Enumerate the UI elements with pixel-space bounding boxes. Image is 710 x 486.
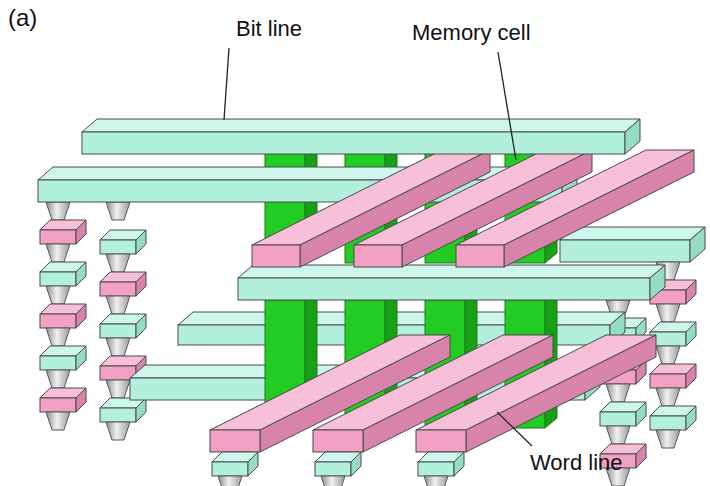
part-label: Memory cell xyxy=(412,20,531,45)
panel-letter: (a) xyxy=(8,4,37,32)
leader-line xyxy=(224,48,532,446)
part-label: Word line xyxy=(530,450,623,475)
via-stack xyxy=(40,202,696,486)
via-stack xyxy=(212,452,464,486)
part-label: Bit line xyxy=(236,16,302,41)
bit-line-bar xyxy=(82,119,640,154)
bit-line-bar xyxy=(560,227,705,262)
word-line-bar xyxy=(210,335,656,452)
word-line-bar xyxy=(252,150,694,267)
bit-line-bar xyxy=(238,265,665,300)
